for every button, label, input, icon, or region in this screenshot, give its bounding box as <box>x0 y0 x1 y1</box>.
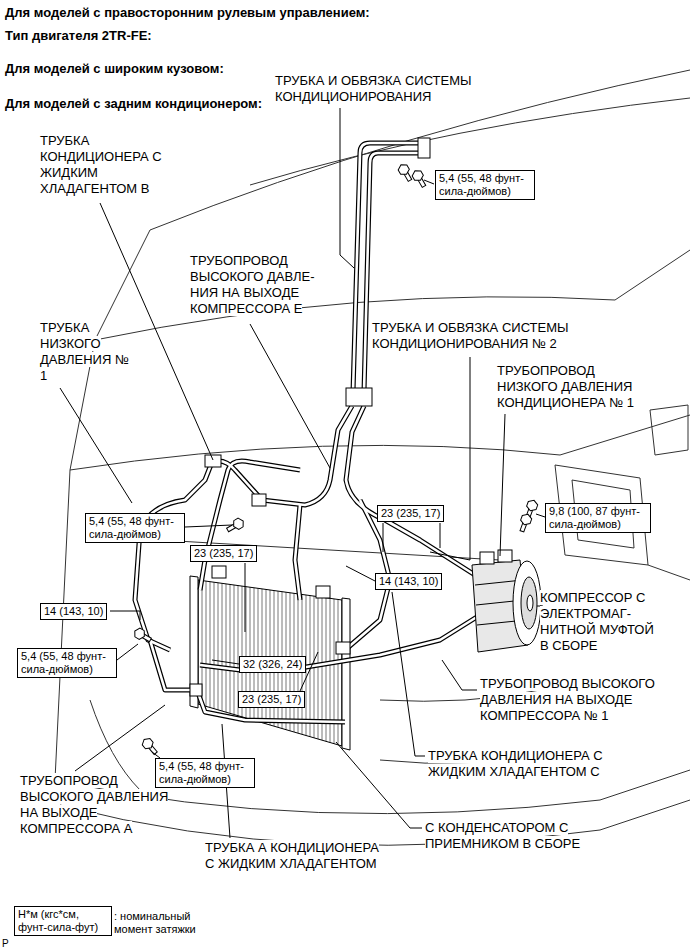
part-label: ТРУБКА КОНДИЦИОНЕРА С ЖИДКИМ ХЛАДАГЕНТОМ… <box>40 133 180 197</box>
vehicle-outline <box>55 70 690 845</box>
torque-value: 14 (143, 10) <box>379 575 438 587</box>
pipe-fittings <box>190 138 430 696</box>
part-name: ТРУБКА И ОБВЯЗКА СИСТЕМЫ КОНДИЦИОНИРОВАН… <box>275 73 472 104</box>
part-name: ТРУБОПРОВОД ВЫСОКОГО ДАВЛЕ- НИЯ НА ВЫХОД… <box>190 253 315 316</box>
part-label: С КОНДЕНСАТОРОМ С ПРИЕМНИКОМ В СБОРЕ <box>425 820 590 852</box>
torque-value: 14 (143, 10) <box>44 605 103 617</box>
torque-value: 5,4 (55, 48 фунт- сила-дюймов) <box>159 760 244 785</box>
part-name: КОМПРЕССОР С ЭЛЕКТРОМАГ- НИТНОЙ МУФТОЙ В… <box>540 590 654 653</box>
part-name: P <box>2 938 9 949</box>
compressor <box>472 550 541 652</box>
torque-box: 23 (235, 17) <box>377 505 444 522</box>
bolt-symbols <box>132 162 538 756</box>
torque-box: 32 (326, 24) <box>239 656 306 673</box>
part-name: ТРУБКА НИЗКОГО ДАВЛЕНИЯ № 1 <box>40 320 129 383</box>
torque-box: 14 (143, 10) <box>40 603 107 620</box>
torque-value: 9,8 (100, 87 фунт- сила-дюймов) <box>549 505 640 530</box>
heading-line: Для моделей с задним кондиционером: <box>5 96 262 112</box>
torque-legend-box: Н*м (кгс*см, фунт-сила-фут) <box>14 906 112 936</box>
leader-lines <box>60 108 545 838</box>
torque-value: Н*м (кгс*см, фунт-сила-фут) <box>18 908 98 933</box>
part-label: ТРУБКА КОНДИЦИОНЕРА С ЖИДКИМ ХЛАДАГЕНТОМ… <box>428 748 618 780</box>
part-label: ТРУБКА НИЗКОГО ДАВЛЕНИЯ № 1 <box>40 320 130 384</box>
part-label: ТРУБОПРОВОД ВЫСОКОГО ДАВЛЕНИЯ НА ВЫХОДЕ … <box>20 773 180 837</box>
torque-value: 32 (326, 24) <box>243 658 302 670</box>
part-label: ТРУБОПРОВОД НИЗКОГО ДАВЛЕНИЯ КОНДИЦИОНЕР… <box>497 363 649 411</box>
part-label: ТРУБОПРОВОД ВЫСОКОГО ДАВЛЕНИЯ НА ВЫХОДЕ … <box>480 676 665 724</box>
torque-value: 5,4 (55, 48 фунт- сила-дюймов) <box>439 172 524 197</box>
heading-line: Для моделей с широким кузовом: <box>5 61 224 77</box>
torque-box: 5,4 (55, 48 фунт- сила-дюймов) <box>435 170 535 200</box>
part-name: ТРУБОПРОВОД ВЫСОКОГО ДАВЛЕНИЯ НА ВЫХОДЕ … <box>480 676 655 723</box>
condenser <box>190 566 350 750</box>
part-name: С КОНДЕНСАТОРОМ С ПРИЕМНИКОМ В СБОРЕ <box>425 820 580 851</box>
tube-outline <box>135 143 480 722</box>
torque-box: 5,4 (55, 48 фунт- сила-дюймов) <box>155 758 255 788</box>
part-label: КОМПРЕССОР С ЭЛЕКТРОМАГ- НИТНОЙ МУФТОЙ В… <box>540 590 664 654</box>
part-name: ТРУБОПРОВОД ВЫСОКОГО ДАВЛЕНИЯ НА ВЫХОДЕ … <box>20 773 168 836</box>
torque-box: 5,4 (55, 48 фунт- сила-дюймов) <box>85 513 185 543</box>
heading-text: Для моделей с правосторонним рулевым упр… <box>5 5 370 20</box>
legend-entry: : номинальный момент затяжки <box>114 910 214 936</box>
part-name: ТРУБКА И ОБВЯЗКА СИСТЕМЫ КОНДИЦИОНИРОВАН… <box>372 320 569 351</box>
part-name: ТРУБКА КОНДИЦИОНЕРА С ЖИДКИМ ХЛАДАГЕНТОМ… <box>428 748 603 779</box>
part-label: ТРУБКА И ОБВЯЗКА СИСТЕМЫ КОНДИЦИОНИРОВАН… <box>275 73 515 105</box>
part-label: ТРУБКА А КОНДИЦИОНЕРА С ЖИДКИМ ХЛАДАГЕНТ… <box>205 840 390 872</box>
torque-value: 23 (235, 17) <box>381 507 440 519</box>
tube-core <box>135 143 480 722</box>
torque-box: 23 (235, 17) <box>238 691 305 708</box>
heading-text: Тип двигателя 2TR-FE: <box>5 28 152 43</box>
torque-box: 14 (143, 10) <box>375 573 442 590</box>
heading-line: Тип двигателя 2TR-FE: <box>5 28 152 44</box>
heading-text: Для моделей с широким кузовом: <box>5 61 224 76</box>
legend-text: : номинальный момент затяжки <box>114 910 196 935</box>
heading-text: Для моделей с задним кондиционером: <box>5 96 262 111</box>
torque-value: 5,4 (55, 48 фунт- сила-дюймов) <box>21 650 106 675</box>
part-label: ТРУБКА И ОБВЯЗКА СИСТЕМЫ КОНДИЦИОНИРОВАН… <box>372 320 622 352</box>
part-name: ТРУБКА А КОНДИЦИОНЕРА С ЖИДКИМ ХЛАДАГЕНТ… <box>205 840 379 871</box>
part-name: ТРУБОПРОВОД НИЗКОГО ДАВЛЕНИЯ КОНДИЦИОНЕР… <box>497 363 634 410</box>
torque-box: 23 (235, 17) <box>190 545 257 562</box>
torque-value: 23 (235, 17) <box>194 547 253 559</box>
torque-value: 5,4 (55, 48 фунт- сила-дюймов) <box>89 515 174 540</box>
part-name: ТРУБКА КОНДИЦИОНЕРА С ЖИДКИМ ХЛАДАГЕНТОМ… <box>40 133 162 196</box>
torque-box: 5,4 (55, 48 фунт- сила-дюймов) <box>17 648 117 678</box>
part-label: P <box>2 938 9 950</box>
part-label: ТРУБОПРОВОД ВЫСОКОГО ДАВЛЕ- НИЯ НА ВЫХОД… <box>190 253 335 317</box>
torque-box: 9,8 (100, 87 фунт- сила-дюймов) <box>545 503 651 533</box>
heading-line: Для моделей с правосторонним рулевым упр… <box>5 5 370 21</box>
torque-value: 23 (235, 17) <box>242 693 301 705</box>
